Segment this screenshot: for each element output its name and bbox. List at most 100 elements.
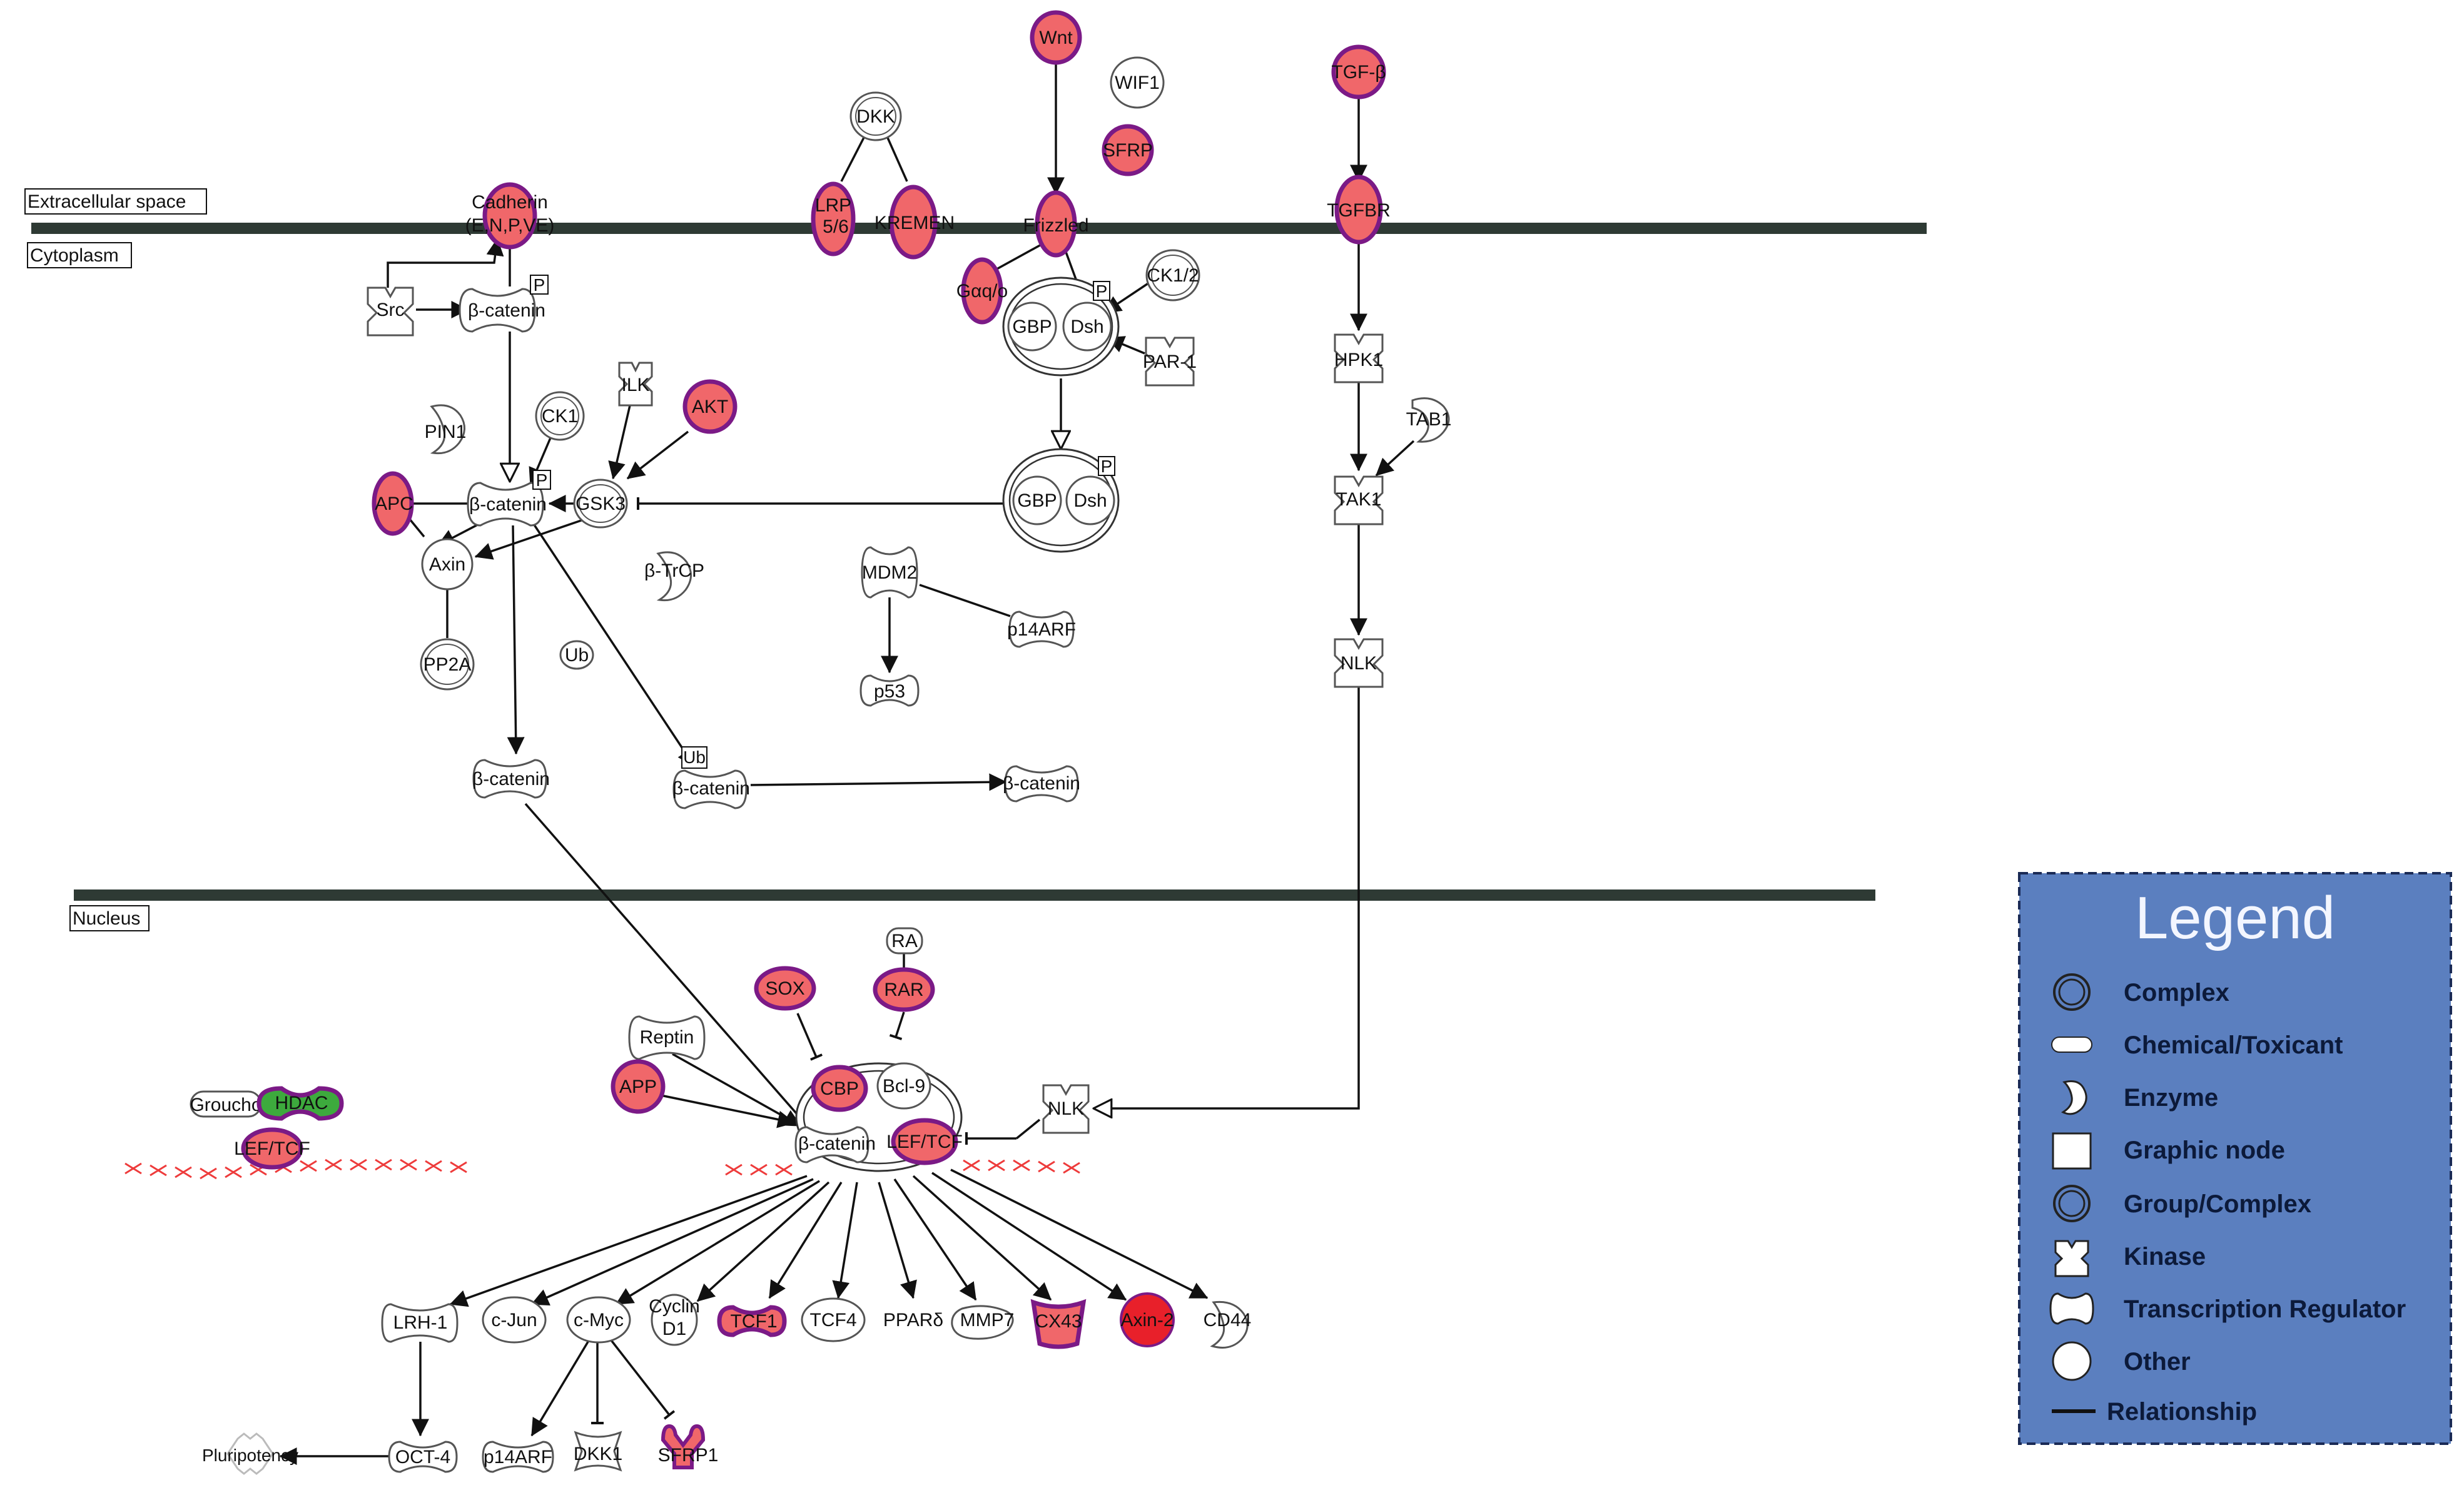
node-akt[interactable]: AKT — [682, 379, 738, 434]
svg-text:GSK3: GSK3 — [575, 494, 626, 514]
complex-gbp-dsh-top[interactable]: GBP Dsh — [1002, 276, 1120, 377]
node-cyclin-d1[interactable]: Cyclin D1 — [649, 1294, 700, 1346]
node-cadherin[interactable]: Cadherin (E,N,P,VE) — [465, 182, 555, 250]
node-beta-catenin-top[interactable]: β-catenin — [459, 288, 545, 333]
node-gaq-o[interactable]: Gαq/o — [956, 257, 1008, 325]
node-beta-catenin-degraded[interactable]: β-catenin — [1003, 765, 1080, 803]
node-apc[interactable]: APC — [372, 471, 414, 536]
svg-text:PAR-1: PAR-1 — [1143, 352, 1197, 372]
node-tak1[interactable]: TAK1 — [1334, 475, 1384, 525]
node-reptin[interactable]: Reptin — [628, 1015, 706, 1060]
node-beta-catenin-low[interactable]: β-catenin — [472, 759, 550, 799]
svg-text:Cadherin: Cadherin — [472, 192, 548, 213]
node-dkk[interactable]: DKK — [849, 91, 902, 141]
node-mmp7[interactable]: MMP7 — [951, 1305, 1015, 1340]
node-p14arf-top[interactable]: p14ARF — [1007, 611, 1076, 648]
node-p53[interactable]: p53 — [859, 674, 920, 707]
svg-text:HDAC: HDAC — [275, 1093, 328, 1113]
node-beta-catenin-mid[interactable]: β-catenin — [467, 482, 547, 527]
svg-text:LEF/TCF: LEF/TCF — [234, 1138, 310, 1159]
node-dkk1[interactable]: DKK1 — [574, 1431, 622, 1472]
node-rar[interactable]: RAR — [873, 967, 935, 1012]
node-ra[interactable]: RA — [886, 927, 923, 955]
svg-text:APP: APP — [619, 1077, 657, 1097]
svg-text:CX43: CX43 — [1035, 1311, 1082, 1332]
node-groucho[interactable]: Groucho — [190, 1090, 262, 1118]
svg-text:Group/Complex: Group/Complex — [2124, 1190, 2311, 1218]
node-kremen[interactable]: KREMEN — [875, 185, 955, 260]
svg-text:DKK: DKK — [856, 106, 895, 127]
svg-text:LRP: LRP — [815, 195, 851, 216]
node-cd44[interactable]: CD44 — [1204, 1300, 1252, 1349]
node-tgfbr[interactable]: TGFBR — [1327, 175, 1391, 245]
node-tab1[interactable]: TAB1 — [1406, 397, 1452, 443]
compartment-label-cytoplasm: Cytoplasm — [27, 242, 132, 268]
node-p14arf-bottom[interactable]: p14ARF — [482, 1441, 554, 1473]
svg-text:TCF4: TCF4 — [810, 1310, 857, 1330]
node-ck1[interactable]: CK1 — [535, 391, 585, 441]
svg-text:OCT-4: OCT-4 — [395, 1447, 450, 1467]
svg-text:Gαq/o: Gαq/o — [956, 281, 1008, 302]
node-nlk-top[interactable]: NLK — [1334, 638, 1384, 688]
node-par-1[interactable]: PAR-1 — [1143, 337, 1197, 387]
node-ppar-delta[interactable]: PPARδ — [883, 1310, 943, 1330]
svg-text:NLK: NLK — [1341, 653, 1377, 674]
node-ilk[interactable]: ILK — [618, 362, 653, 407]
svg-text:PP2A: PP2A — [423, 654, 472, 675]
node-beta-catenin-ub[interactable]: β-catenin — [672, 769, 750, 809]
node-gsk3[interactable]: GSK3 — [573, 479, 628, 529]
node-hpk1[interactable]: HPK1 — [1334, 333, 1384, 383]
node-c-myc[interactable]: c-Myc — [566, 1296, 631, 1344]
node-cx43[interactable]: CX43 — [1030, 1299, 1087, 1349]
svg-text:SOX: SOX — [765, 978, 804, 999]
node-axin-2[interactable]: Axin-2 — [1120, 1292, 1175, 1347]
node-wif1[interactable]: WIF1 — [1110, 56, 1165, 109]
node-app[interactable]: APP — [611, 1059, 666, 1114]
legend-item-relationship: Relationship — [2052, 1398, 2257, 1426]
phosphorylation-badge-dsh2: P — [1098, 456, 1115, 476]
node-tcf4[interactable]: TCF4 — [801, 1297, 866, 1342]
node-beta-trcp[interactable]: β-TrCP — [644, 551, 704, 602]
svg-text:CBP: CBP — [820, 1078, 859, 1099]
complex-beta-catenin-lef-tcf[interactable]: CBP Bcl-9 β-catenin LEF/TCF — [794, 1062, 963, 1172]
node-oct-4[interactable]: OCT-4 — [388, 1441, 458, 1473]
svg-text:APC: APC — [375, 494, 413, 514]
svg-text:Wnt: Wnt — [1039, 28, 1073, 48]
svg-text:Other: Other — [2124, 1348, 2191, 1376]
svg-text:P: P — [1101, 457, 1113, 476]
node-lrp[interactable]: LRP 5/6 — [811, 181, 856, 256]
node-sox[interactable]: SOX — [754, 966, 816, 1011]
node-lrh-1[interactable]: LRH-1 — [381, 1303, 459, 1343]
node-wnt[interactable]: Wnt — [1030, 10, 1082, 65]
svg-text:TGFBR: TGFBR — [1327, 200, 1391, 221]
node-lef-tcf-left[interactable]: LEF/TCF — [234, 1127, 310, 1170]
node-sfrp1[interactable]: SFRP1 — [658, 1424, 719, 1469]
legend-title: Legend — [2135, 884, 2335, 951]
svg-text:MMP7: MMP7 — [960, 1310, 1015, 1330]
svg-text:β-catenin: β-catenin — [469, 494, 547, 515]
node-mdm2[interactable]: MDM2 — [861, 546, 918, 599]
node-tgf-beta[interactable]: TGF-β — [1331, 44, 1386, 99]
svg-text:Chemical/Toxicant: Chemical/Toxicant — [2124, 1031, 2343, 1059]
node-c-jun[interactable]: c-Jun — [482, 1296, 547, 1344]
node-hdac[interactable]: HDAC — [256, 1086, 344, 1121]
svg-text:Cyclin: Cyclin — [649, 1296, 700, 1317]
node-src[interactable]: Src — [367, 286, 414, 337]
node-nlk-nucleus[interactable]: NLK — [1042, 1084, 1090, 1134]
node-pp2a[interactable]: PP2A — [420, 638, 475, 691]
node-ub[interactable]: Ub — [559, 640, 594, 670]
svg-text:β-catenin: β-catenin — [472, 769, 550, 789]
node-sfrp[interactable]: SFRP — [1102, 124, 1154, 176]
node-pin1[interactable]: PIN1 — [425, 404, 467, 455]
complex-gbp-dsh-bottom[interactable]: GBP Dsh — [1002, 448, 1120, 553]
dna-strand-center — [725, 1159, 1080, 1176]
node-ck1-2[interactable]: CK1/2 — [1145, 249, 1200, 302]
node-tcf1[interactable]: TCF1 — [717, 1305, 787, 1337]
node-axin[interactable]: Axin — [421, 538, 474, 590]
ubiquitin-badge: Ub — [681, 746, 707, 769]
compartment-label-nucleus: Nucleus — [69, 905, 150, 931]
node-frizzled[interactable]: Frizzled — [1023, 190, 1089, 258]
node-pluripotency[interactable]: Pluripotency — [202, 1432, 298, 1475]
svg-text:CK1: CK1 — [542, 406, 578, 427]
